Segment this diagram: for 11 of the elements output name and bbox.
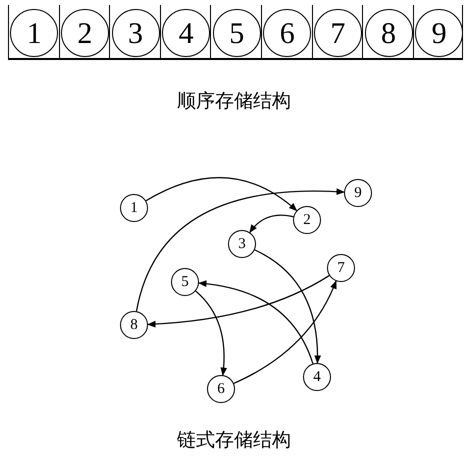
arrow <box>147 275 330 328</box>
arrow <box>249 214 294 234</box>
arrow <box>254 249 321 364</box>
array-row <box>8 5 464 60</box>
caption-text: 顺序存储结构 <box>177 89 291 114</box>
arrow <box>195 290 227 376</box>
arrow <box>136 188 345 312</box>
arrow <box>146 177 298 212</box>
arrow <box>198 280 314 364</box>
arrow <box>234 280 337 384</box>
caption-text: 链式存储结构 <box>177 428 291 453</box>
